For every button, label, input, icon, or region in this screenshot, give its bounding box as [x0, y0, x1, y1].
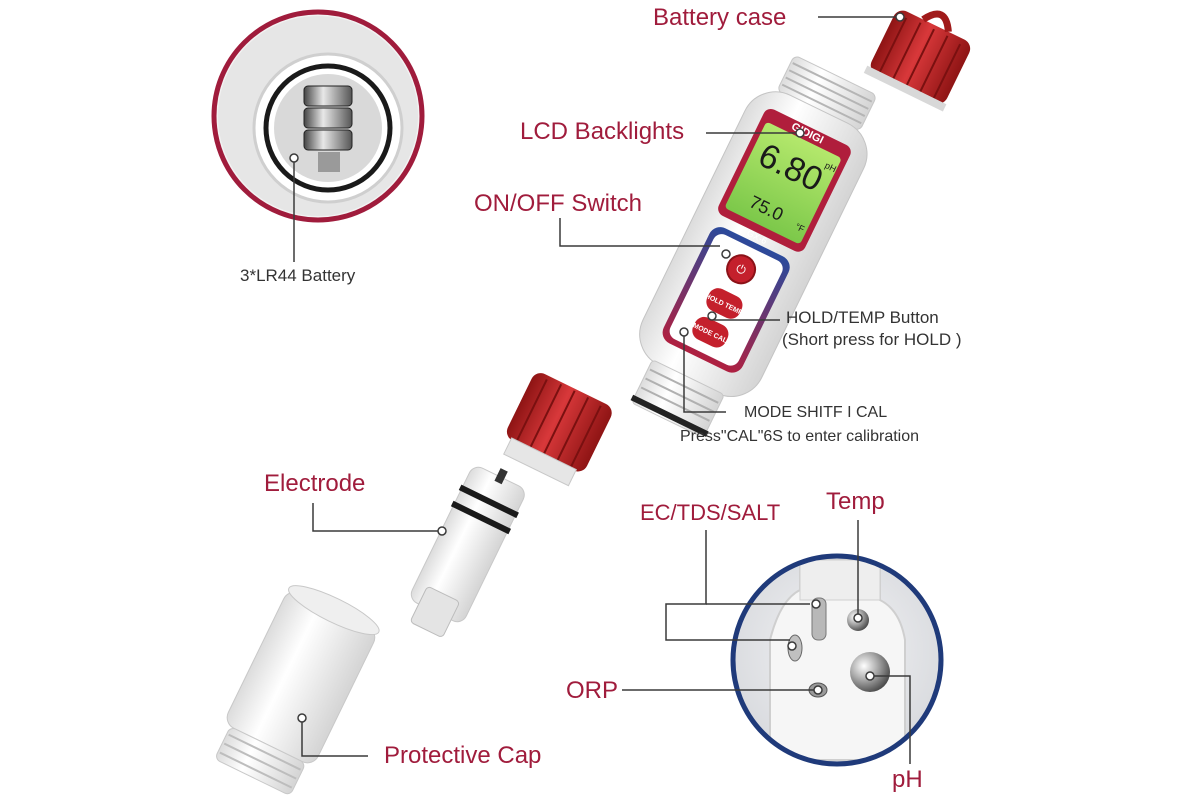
label-temp: Temp [826, 488, 885, 515]
label-orp: ORP [566, 677, 619, 704]
probe-inset [730, 553, 944, 767]
battery-inset [211, 9, 425, 223]
label-ec-tds-salt: EC/TDS/SALT [640, 500, 781, 525]
meter-body [630, 56, 876, 438]
battery-case-cap [863, 10, 971, 112]
label-battery-type: 3*LR44 Battery [240, 266, 356, 285]
label-electrode: Electrode [264, 470, 366, 497]
label-protective-cap: Protective Cap [384, 742, 542, 769]
electrode-body [410, 466, 525, 637]
label-mode-title: MODE SHITF I CAL [744, 404, 888, 421]
label-on-off-switch: ON/OFF Switch [474, 190, 643, 217]
label-lcd-backlights: LCD Backlights [520, 118, 685, 145]
label-mode-note: Press"CAL"6S to enter calibration [680, 428, 920, 445]
protective-cap [216, 585, 380, 795]
electrode-red-cap [503, 373, 612, 487]
label-hold-temp-note: (Short press for HOLD ) [782, 330, 962, 349]
label-ph: pH [892, 766, 923, 793]
lcd-reading-unit: pH [823, 160, 838, 174]
leader-lines [289, 12, 911, 764]
label-battery-case: Battery case [653, 4, 787, 31]
label-hold-temp-title: HOLD/TEMP Button [786, 308, 939, 327]
